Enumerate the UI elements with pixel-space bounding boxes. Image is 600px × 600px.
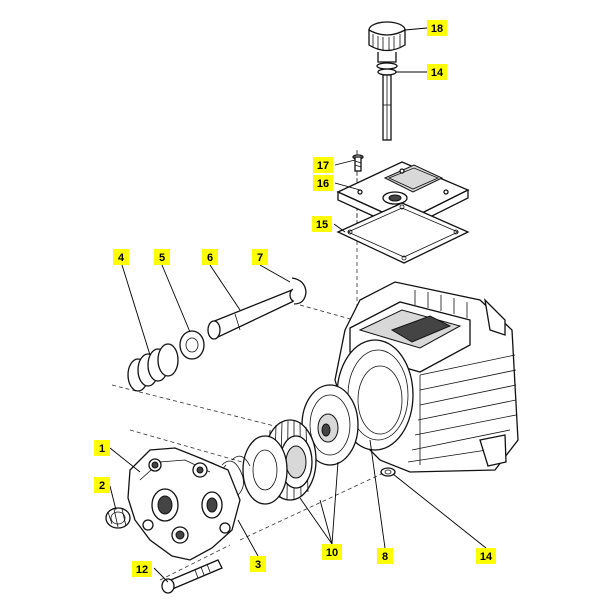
head-bolt — [161, 559, 223, 594]
cover-screw — [352, 154, 364, 172]
callout-12: 12 — [132, 561, 152, 577]
snap-ring — [291, 277, 307, 305]
callout-18: 18 — [427, 20, 447, 36]
svg-text:8: 8 — [382, 551, 388, 563]
svg-text:2: 2 — [99, 480, 105, 492]
callout-7: 7 — [252, 249, 268, 265]
callout-15: 15 — [312, 216, 332, 232]
callout-14-lower: 14 — [476, 548, 496, 564]
leader-lines — [109, 27, 487, 583]
callout-3: 3 — [250, 556, 266, 572]
callout-8: 8 — [377, 548, 393, 564]
callout-17: 17 — [313, 157, 333, 173]
piston-spring — [127, 343, 179, 392]
callout-1: 1 — [94, 440, 110, 456]
svg-text:6: 6 — [207, 252, 213, 264]
svg-text:3: 3 — [255, 559, 261, 571]
dipstick-rod — [377, 68, 397, 141]
callout-4: 4 — [113, 249, 129, 265]
svg-text:10: 10 — [326, 547, 338, 559]
cover-gasket — [336, 202, 470, 264]
svg-text:12: 12 — [136, 564, 148, 576]
inlet-plug — [105, 507, 131, 529]
crankcase-body — [334, 281, 519, 473]
spring-washer — [179, 330, 205, 360]
dipstick-cap — [368, 21, 406, 70]
callout-2: 2 — [94, 477, 110, 493]
callout-labels: 18 14 17 16 15 4 5 6 — [94, 20, 496, 577]
callout-16: 16 — [313, 175, 333, 191]
svg-text:16: 16 — [317, 178, 329, 190]
svg-text:14: 14 — [480, 551, 493, 563]
svg-text:1: 1 — [99, 443, 105, 455]
svg-text:14: 14 — [431, 67, 444, 79]
svg-text:18: 18 — [431, 23, 443, 35]
pump-head-manifold — [127, 447, 241, 561]
callout-5: 5 — [154, 249, 170, 265]
svg-text:4: 4 — [118, 252, 125, 264]
crankcase-o-ring — [380, 467, 396, 477]
callout-14-upper: 14 — [427, 64, 447, 80]
bearing-assembly — [242, 384, 359, 505]
svg-text:15: 15 — [316, 219, 328, 231]
svg-text:17: 17 — [317, 160, 329, 172]
callout-10: 10 — [322, 544, 342, 560]
piston-rod — [207, 288, 299, 340]
callout-6: 6 — [202, 249, 218, 265]
svg-text:7: 7 — [257, 252, 263, 264]
svg-text:5: 5 — [159, 252, 165, 264]
